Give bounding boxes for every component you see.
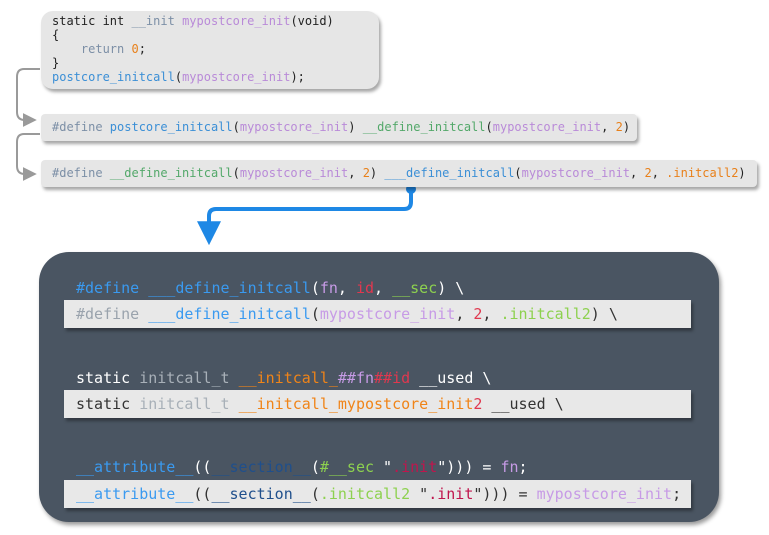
define-postcore-initcall-box: #define postcore_initcall(mypostcore_ini… [41,114,637,141]
static-decl-expanded-line: static initcall_t __initcall_mypostcore_… [76,395,564,413]
function-code-block: static int __init mypostcore_init(void) … [41,11,379,89]
code-line-5: postcore_initcall(mypostcore_init); [52,70,305,84]
macro-def-line: #define ___define_initcall(fn, id, __sec… [76,279,465,297]
attribute-line: __attribute__((__section__(#__sec ".init… [76,458,528,476]
code-line-2: { [52,28,60,42]
attribute-expanded-line: __attribute__((__section__(.initcall2 ".… [76,485,682,503]
gray-connector-1 [16,68,40,127]
macro-expansion-panel: #define ___define_initcall(fn, id, __sec… [39,252,719,522]
macro-def-expanded-box: #define ___define_initcall(mypostcore_in… [64,300,691,328]
code-line-4: } [52,56,60,70]
define-postcore-initcall-line: #define postcore_initcall(mypostcore_ini… [52,120,631,134]
define-define-initcall-line: #define __define_initcall(mypostcore_ini… [52,166,746,180]
attribute-expanded-box: __attribute__((__section__(.initcall2 ".… [64,480,691,508]
gray-connector-2 [16,133,40,181]
blue-connector [197,189,413,246]
macro-def-expanded-line: #define ___define_initcall(mypostcore_in… [76,305,618,323]
static-decl-line: static initcall_t __initcall_##fn##id __… [76,369,492,387]
define-define-initcall-box: #define __define_initcall(mypostcore_ini… [41,160,757,187]
code-line-1: static int __init mypostcore_init(void) [52,14,334,28]
static-decl-expanded-box: static initcall_t __initcall_mypostcore_… [64,390,691,418]
code-line-3: return 0; [52,42,146,56]
